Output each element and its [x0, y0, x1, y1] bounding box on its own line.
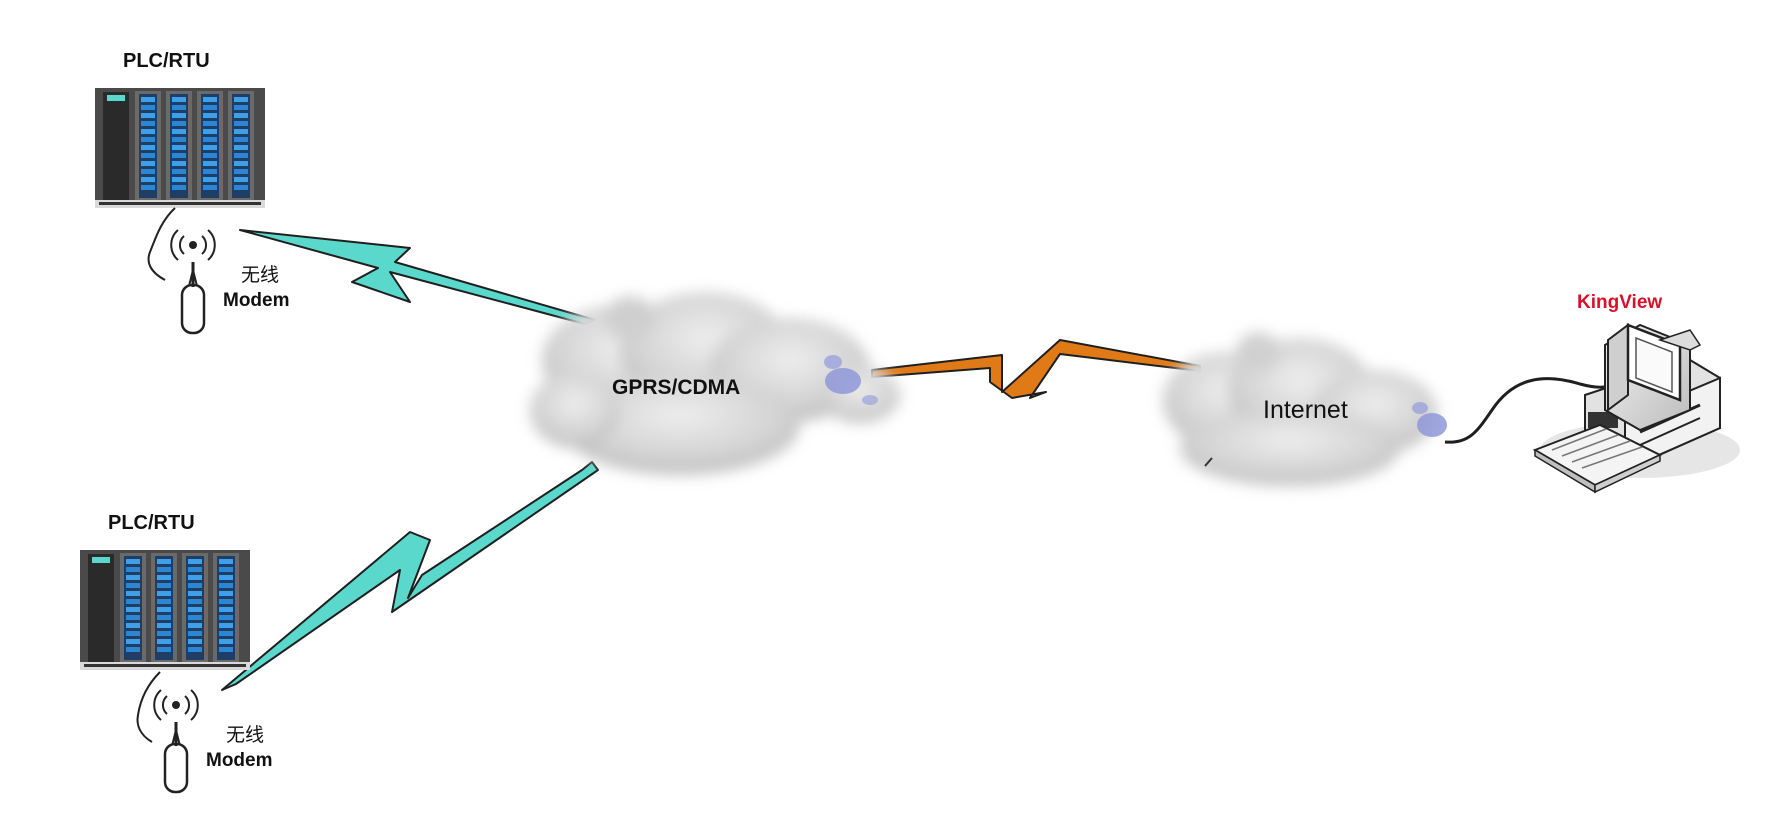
rack-icon — [95, 88, 265, 208]
antenna-icon — [136, 671, 199, 794]
cloud-icon — [1163, 332, 1447, 486]
lightning-icon — [221, 461, 599, 691]
rack-icon — [80, 550, 250, 670]
gprs-cloud-label: GPRS/CDMA — [612, 376, 741, 399]
cloud-icon — [530, 292, 900, 475]
modem-label-bottom: Modem — [206, 750, 273, 771]
internet-cloud-label: Internet — [1263, 396, 1348, 424]
modem-cn-label-top: 无线 — [241, 264, 280, 286]
network-cable — [1444, 377, 1611, 444]
plc-label-bottom: PLC/RTU — [108, 512, 195, 534]
antenna-icon — [147, 207, 216, 335]
kingview-label: KingView — [1577, 292, 1663, 313]
plc-label-top: PLC/RTU — [123, 50, 210, 72]
computer-icon — [1532, 323, 1740, 494]
lightning-icon — [871, 339, 1201, 399]
modem-cn-label-bottom: 无线 — [226, 724, 265, 746]
modem-label-top: Modem — [223, 290, 290, 311]
lightning-icon — [239, 229, 596, 325]
